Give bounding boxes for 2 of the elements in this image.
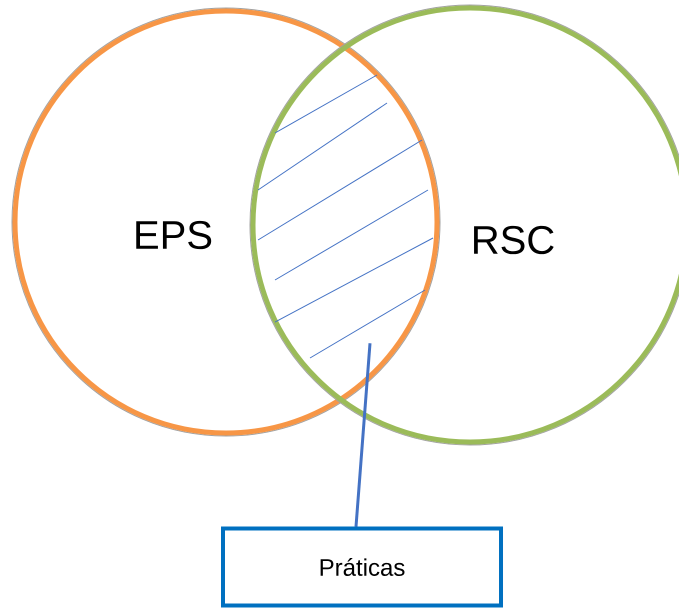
hatched-overlap xyxy=(258,74,434,358)
label-box: Práticas xyxy=(221,526,503,608)
